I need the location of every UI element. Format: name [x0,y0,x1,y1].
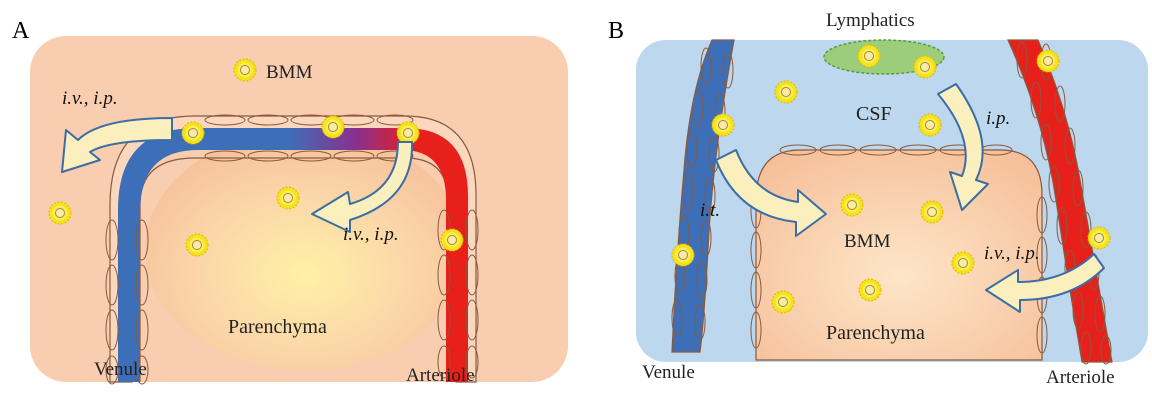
panel-b-venule-label: Venule [642,362,695,383]
bmm-cell [441,229,463,251]
panel-a-letter: A [12,18,30,44]
bmm-cell [841,194,863,216]
panel-a-route-label-top: i.v., i.p. [62,88,118,109]
bmm-cell [775,81,797,103]
bmm-cell [186,234,208,256]
bmm-cell [49,202,71,224]
panel-b: B [608,10,1148,388]
bmm-cell [914,56,936,78]
panel-b-letter: B [608,18,624,44]
panel-a: A BMM i.v., i.p. i [12,18,568,386]
panel-b-arteriole-label: Arteriole [1046,367,1115,388]
panel-b-route-label-it: i.t. [700,200,720,221]
bmm-cell [858,45,880,67]
bmm-cell [672,244,694,266]
bmm-cell [182,122,204,144]
panel-b-lymphatics-label: Lymphatics [826,10,915,31]
panel-b-route-label-ip: i.p. [986,108,1010,129]
bmm-cell [322,116,344,138]
bmm-cell [952,252,974,274]
bmm-cell [859,279,881,301]
panel-b-route-label-ivip: i.v., i.p. [984,243,1040,264]
bmm-cell [919,114,941,136]
bmm-cell [1037,50,1059,72]
panel-a-route-label-inner: i.v., i.p. [343,224,399,245]
panel-b-parenchyma-label: Parenchyma [826,322,925,344]
bmm-cell [712,114,734,136]
panel-a-venule-label: Venule [94,359,147,380]
bmm-cell [277,187,299,209]
panel-b-csf-label: CSF [856,103,892,125]
panel-a-arteriole-label: Arteriole [406,365,475,386]
bmm-cell [921,201,943,223]
bmm-cell-legend-icon [234,59,256,81]
bmm-cell [772,291,794,313]
panel-a-bmm-legend: BMM [266,62,313,83]
bmm-cell [1088,227,1110,249]
bmm-cell [397,122,419,144]
panel-a-parenchyma-label: Parenchyma [228,316,327,338]
panel-b-bmm-label: BMM [844,231,891,252]
